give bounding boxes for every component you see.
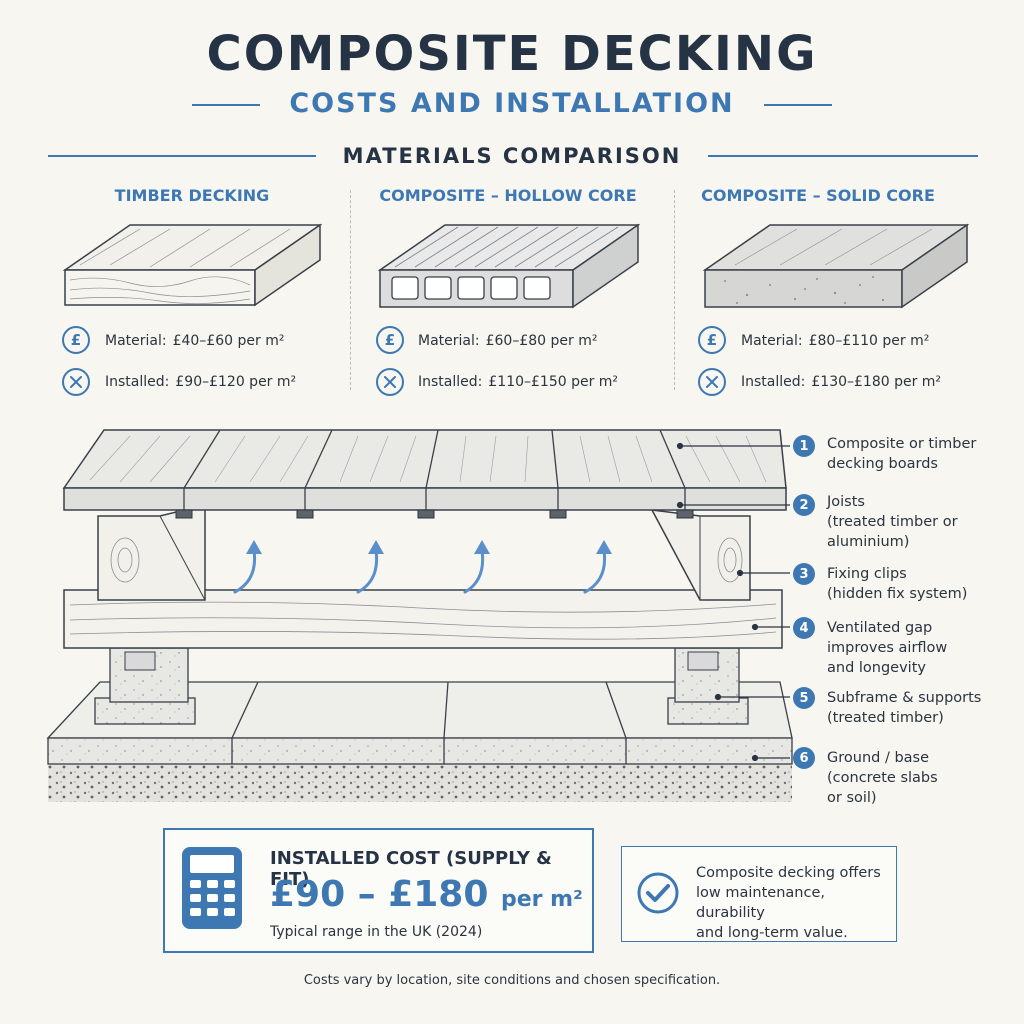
timber-material-price: Material:£40–£60 per m² (105, 333, 285, 349)
solid-installed-price: Installed:£130–£180 per m² (741, 374, 942, 390)
timber-installed-price: Installed:£90–£120 per m² (105, 374, 297, 390)
callout-number-2: 2 (793, 494, 815, 516)
hollow-core-board-illustration (377, 223, 641, 309)
callout-number-3: 3 (793, 563, 815, 585)
tools-icon (376, 368, 404, 396)
callout-number-5: 5 (793, 687, 815, 709)
subtitle-rule-right (764, 104, 832, 106)
callout-text-3: Fixing clips(hidden fix system) (827, 566, 968, 602)
installed-cost-box: INSTALLED COST (SUPPLY & FIT) £90 – £180… (163, 828, 594, 953)
column-divider (674, 190, 675, 390)
solid-material-price: Material:£80–£110 per m² (741, 333, 930, 349)
airflow-arrow-icon (463, 548, 485, 594)
column-heading-timber: TIMBER DECKING (114, 186, 270, 205)
column-divider (350, 190, 351, 390)
subtitle-rule-left (192, 104, 260, 106)
hollow-installed-price: Installed:£110–£150 per m² (418, 374, 619, 390)
pound-coin-icon: £ (698, 326, 726, 354)
checkmark-icon (637, 872, 679, 914)
page-title: COMPOSITE DECKING (206, 26, 818, 82)
pound-coin-icon: £ (62, 326, 90, 354)
page-subtitle: COSTS AND INSTALLATION (289, 88, 735, 119)
calculator-icon (182, 847, 242, 929)
hollow-material-price: Material:£60–£80 per m² (418, 333, 598, 349)
pound-coin-icon: £ (376, 326, 404, 354)
callout-number-1: 1 (793, 435, 815, 457)
column-heading-hollow: COMPOSITE – HOLLOW CORE (379, 186, 637, 205)
timber-board-illustration (62, 223, 323, 307)
callout-number-4: 4 (793, 617, 815, 639)
footnote: Costs vary by location, site conditions … (303, 973, 721, 988)
solid-core-board-illustration (702, 223, 970, 309)
section-rule-left (48, 155, 316, 157)
airflow-arrow-icon (356, 548, 379, 594)
subtitle-row: COSTS AND INSTALLATION (0, 88, 1024, 122)
section-rule-right (708, 155, 978, 157)
column-heading-solid: COMPOSITE – SOLID CORE (701, 186, 935, 205)
airflow-arrow-icon (233, 548, 257, 594)
callout-text-5: Subframe & supports(treated timber) (827, 690, 982, 726)
cost-note: Typical range in the UK (2024) (270, 924, 483, 940)
callout-number-6: 6 (793, 747, 815, 769)
cost-value: £90 – £180 per m² (270, 874, 583, 915)
airflow-arrow-icon (583, 548, 607, 594)
cost-heading: INSTALLED COST (SUPPLY & FIT) (270, 848, 552, 890)
section-title: MATERIALS COMPARISON (342, 144, 682, 168)
deck-cross-section-illustration (46, 429, 793, 802)
tools-icon (698, 368, 726, 396)
tools-icon (62, 368, 90, 396)
